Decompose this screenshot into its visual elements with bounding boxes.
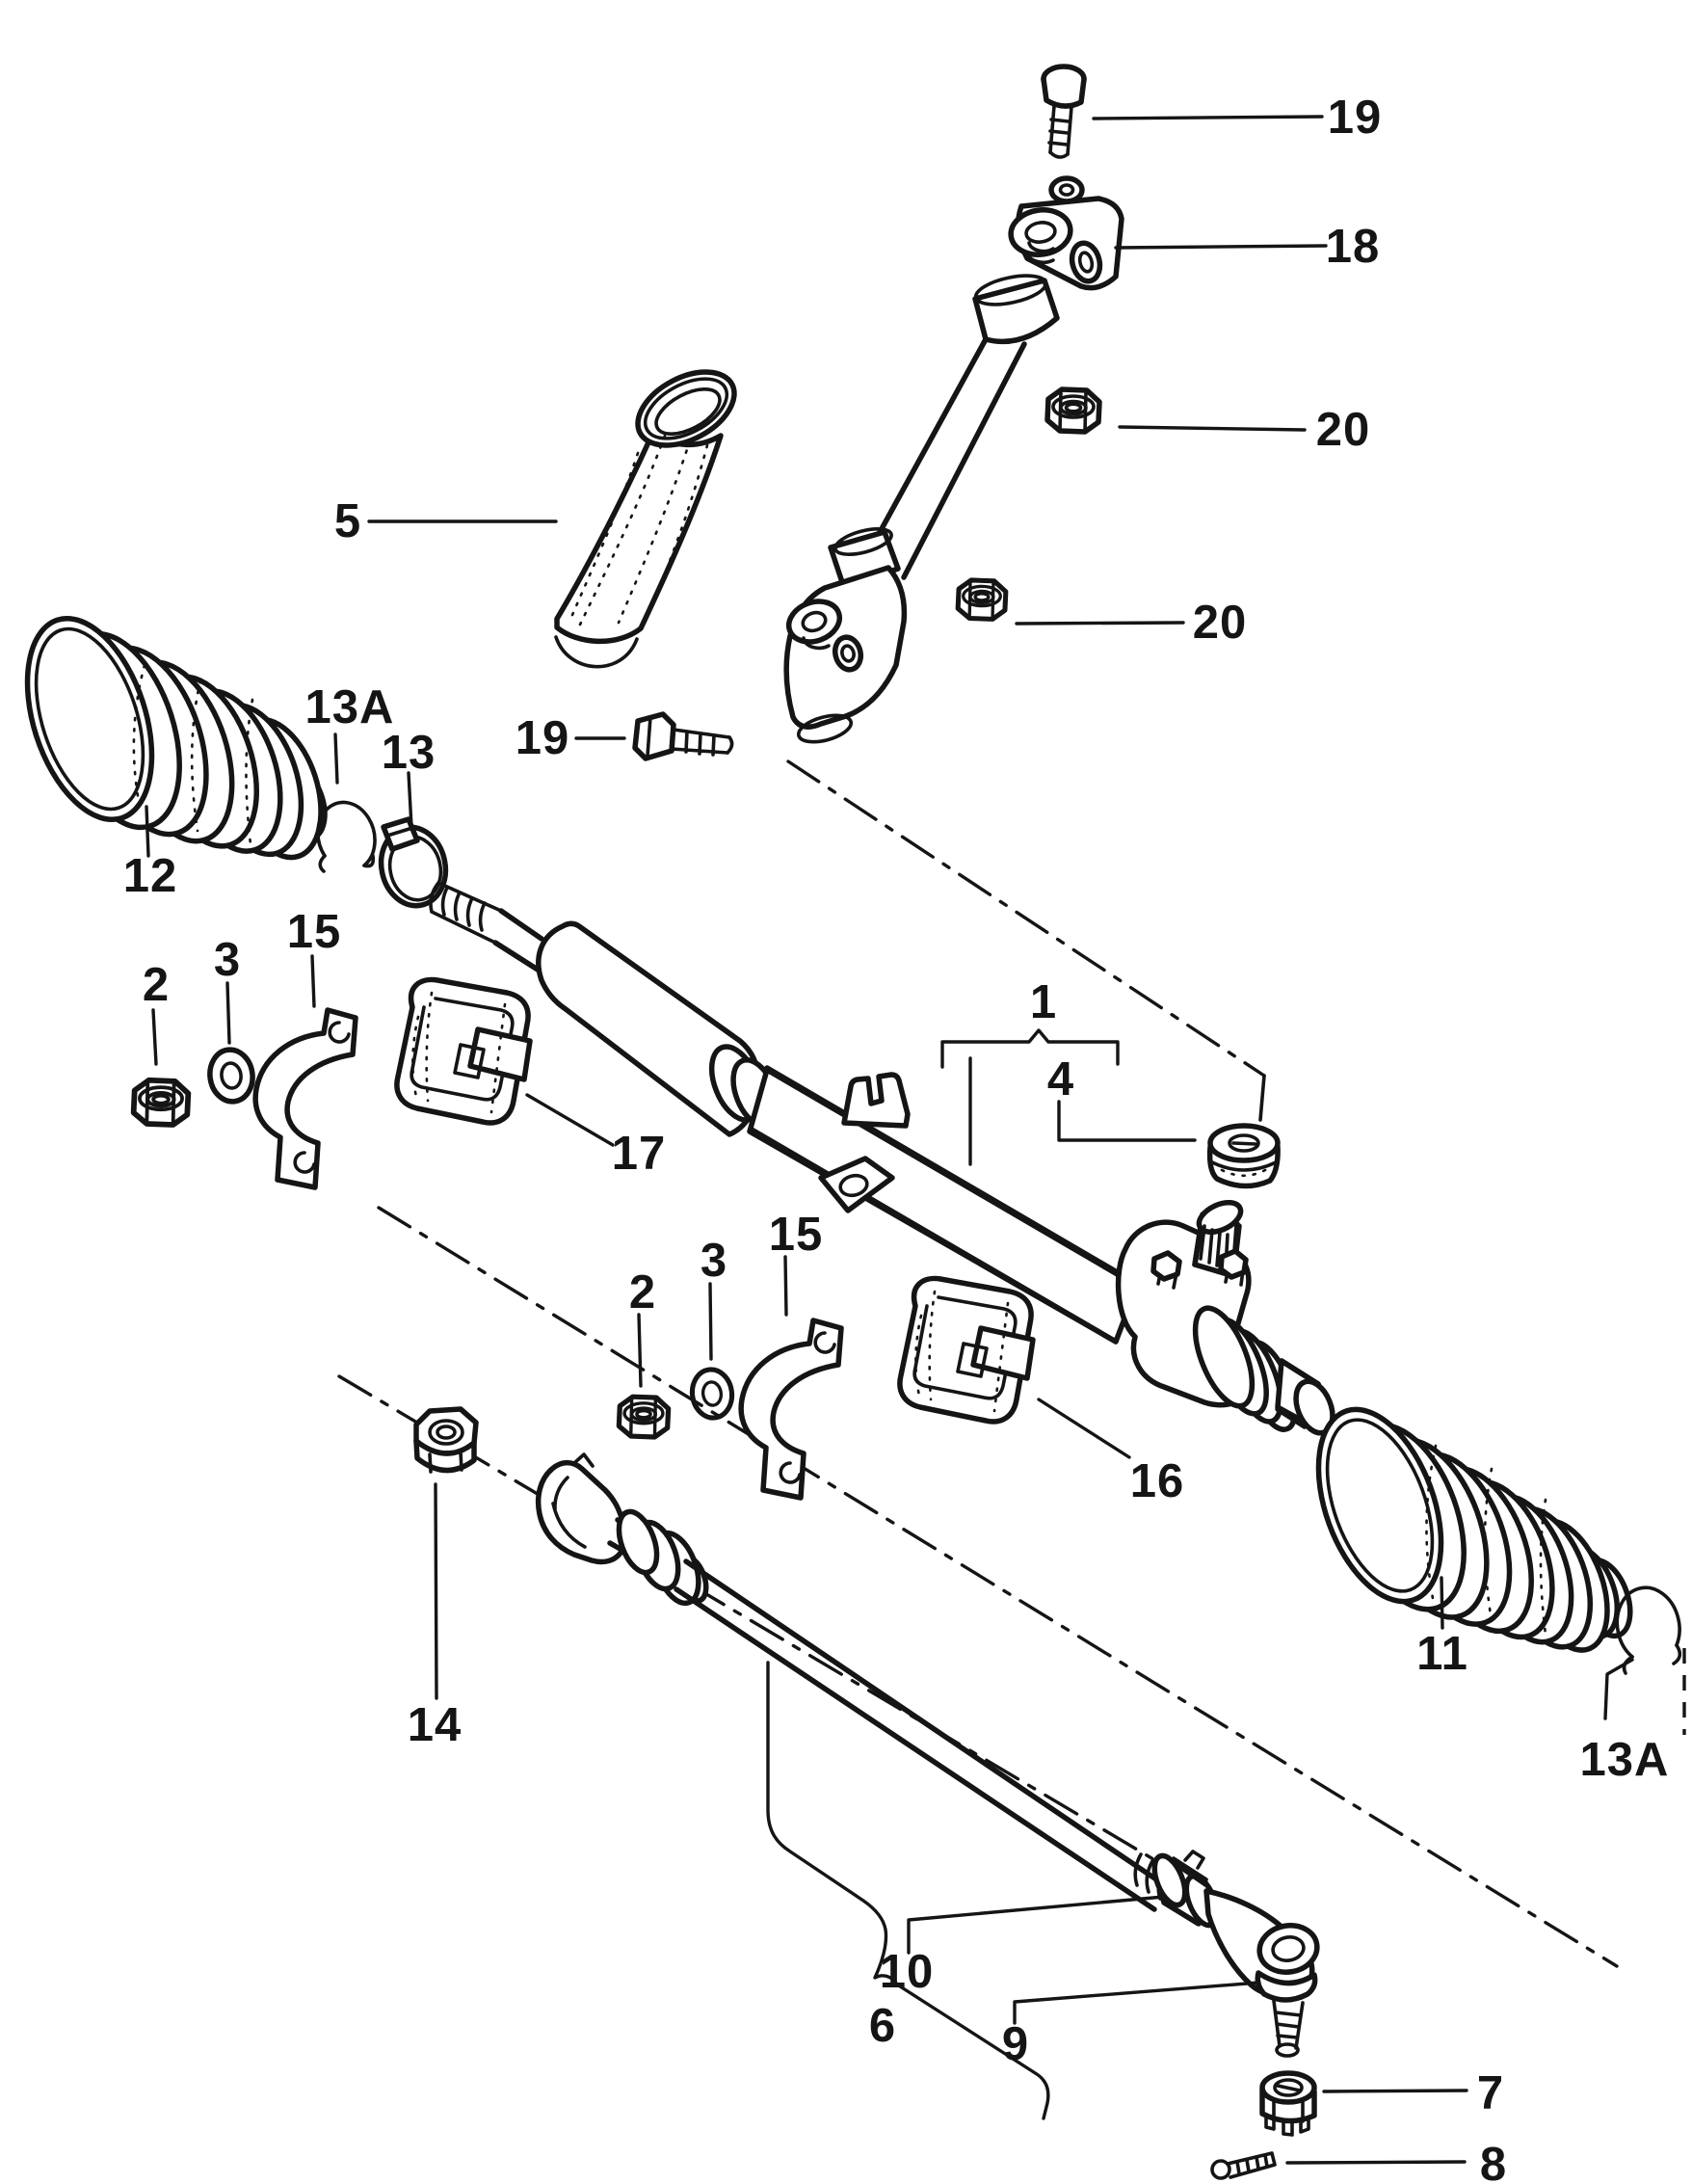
- callout-18: 18: [1326, 221, 1381, 273]
- firewall-grommet: [1206, 1123, 1281, 1189]
- callout-19-top: 19: [1328, 92, 1383, 144]
- callout-12: 12: [123, 850, 178, 902]
- clamp-nut-lower: [619, 1397, 668, 1437]
- tie-rod-axis-right: [377, 1206, 1619, 1968]
- callout-7: 7: [1477, 2067, 1504, 2119]
- intermediate-shaft: [864, 336, 1027, 580]
- callout-2-upper: 2: [143, 959, 170, 1011]
- callout-5: 5: [334, 495, 361, 547]
- inner-tie-rod: [535, 1452, 1165, 1912]
- callout-17: 17: [612, 1128, 667, 1180]
- universal-joint-upper: [972, 175, 1124, 345]
- steering-rack-housing: [429, 881, 1140, 1345]
- callout-15-upper: 15: [287, 906, 342, 958]
- rack-bellows-right: [1315, 1406, 1633, 1653]
- tie-rod-lock-nut: [413, 1406, 479, 1474]
- boot-clamp-left: [378, 816, 449, 909]
- housing-clamp-upper: [255, 1010, 356, 1187]
- hex-nut-upper: [1047, 389, 1099, 432]
- bolt-upper: [1041, 64, 1087, 159]
- castle-nut: [1259, 2070, 1317, 2137]
- rubber-mount-lower: [900, 1278, 1033, 1422]
- callout-15-lower: 15: [769, 1209, 824, 1261]
- callout-3-upper: 3: [214, 934, 241, 986]
- callout-8: 8: [1480, 2139, 1507, 2184]
- tie-rod-axis-left: [337, 1374, 1212, 1895]
- column-boot-funnel: [554, 369, 737, 669]
- universal-joint-lower: [783, 527, 908, 744]
- callout-13a-right: 13A: [1580, 1734, 1670, 1786]
- rack-fork-tab: [841, 1072, 911, 1129]
- callout-14: 14: [408, 1699, 463, 1751]
- callout-11: 11: [1416, 1628, 1468, 1680]
- rack-bellows-left: [24, 615, 328, 861]
- callout-13a-left: 13A: [305, 681, 395, 733]
- callout-13: 13: [382, 727, 436, 779]
- callout-6: 6: [869, 2000, 896, 2052]
- housing-clamp-lower: [741, 1320, 841, 1498]
- callout-9: 9: [1002, 2018, 1029, 2070]
- callout-2-lower: 2: [629, 1266, 656, 1318]
- cotter-pin: [1210, 2151, 1277, 2180]
- washer-upper: [206, 1047, 255, 1105]
- pinion-housing: [1115, 1199, 1335, 1436]
- leader-lines: [145, 115, 1634, 2165]
- rubber-mount-upper: [397, 979, 530, 1123]
- callout-20-lower: 20: [1193, 597, 1248, 649]
- steering-column-axis: [786, 759, 1266, 1078]
- callout-10: 10: [880, 1946, 935, 1998]
- retaining-clip-left: [316, 800, 377, 873]
- hex-nut-lower: [958, 580, 1006, 619]
- axis-lines: [337, 759, 1686, 1968]
- callout-16: 16: [1130, 1455, 1185, 1507]
- callout-3-lower: 3: [701, 1235, 727, 1287]
- tie-rod-shaft: [674, 1558, 1165, 1912]
- bolt-left: [632, 711, 734, 761]
- rack-mount-plate: [818, 1156, 895, 1213]
- clamp-nut-upper: [134, 1080, 189, 1125]
- callout-4: 4: [1047, 1053, 1074, 1105]
- tie-rod-end: [1203, 1888, 1320, 2058]
- callout-20-upper: 20: [1316, 404, 1371, 456]
- callout-19-left: 19: [516, 712, 570, 764]
- assembly-brace-6: [766, 1661, 1050, 2120]
- callout-1: 1: [1030, 976, 1057, 1028]
